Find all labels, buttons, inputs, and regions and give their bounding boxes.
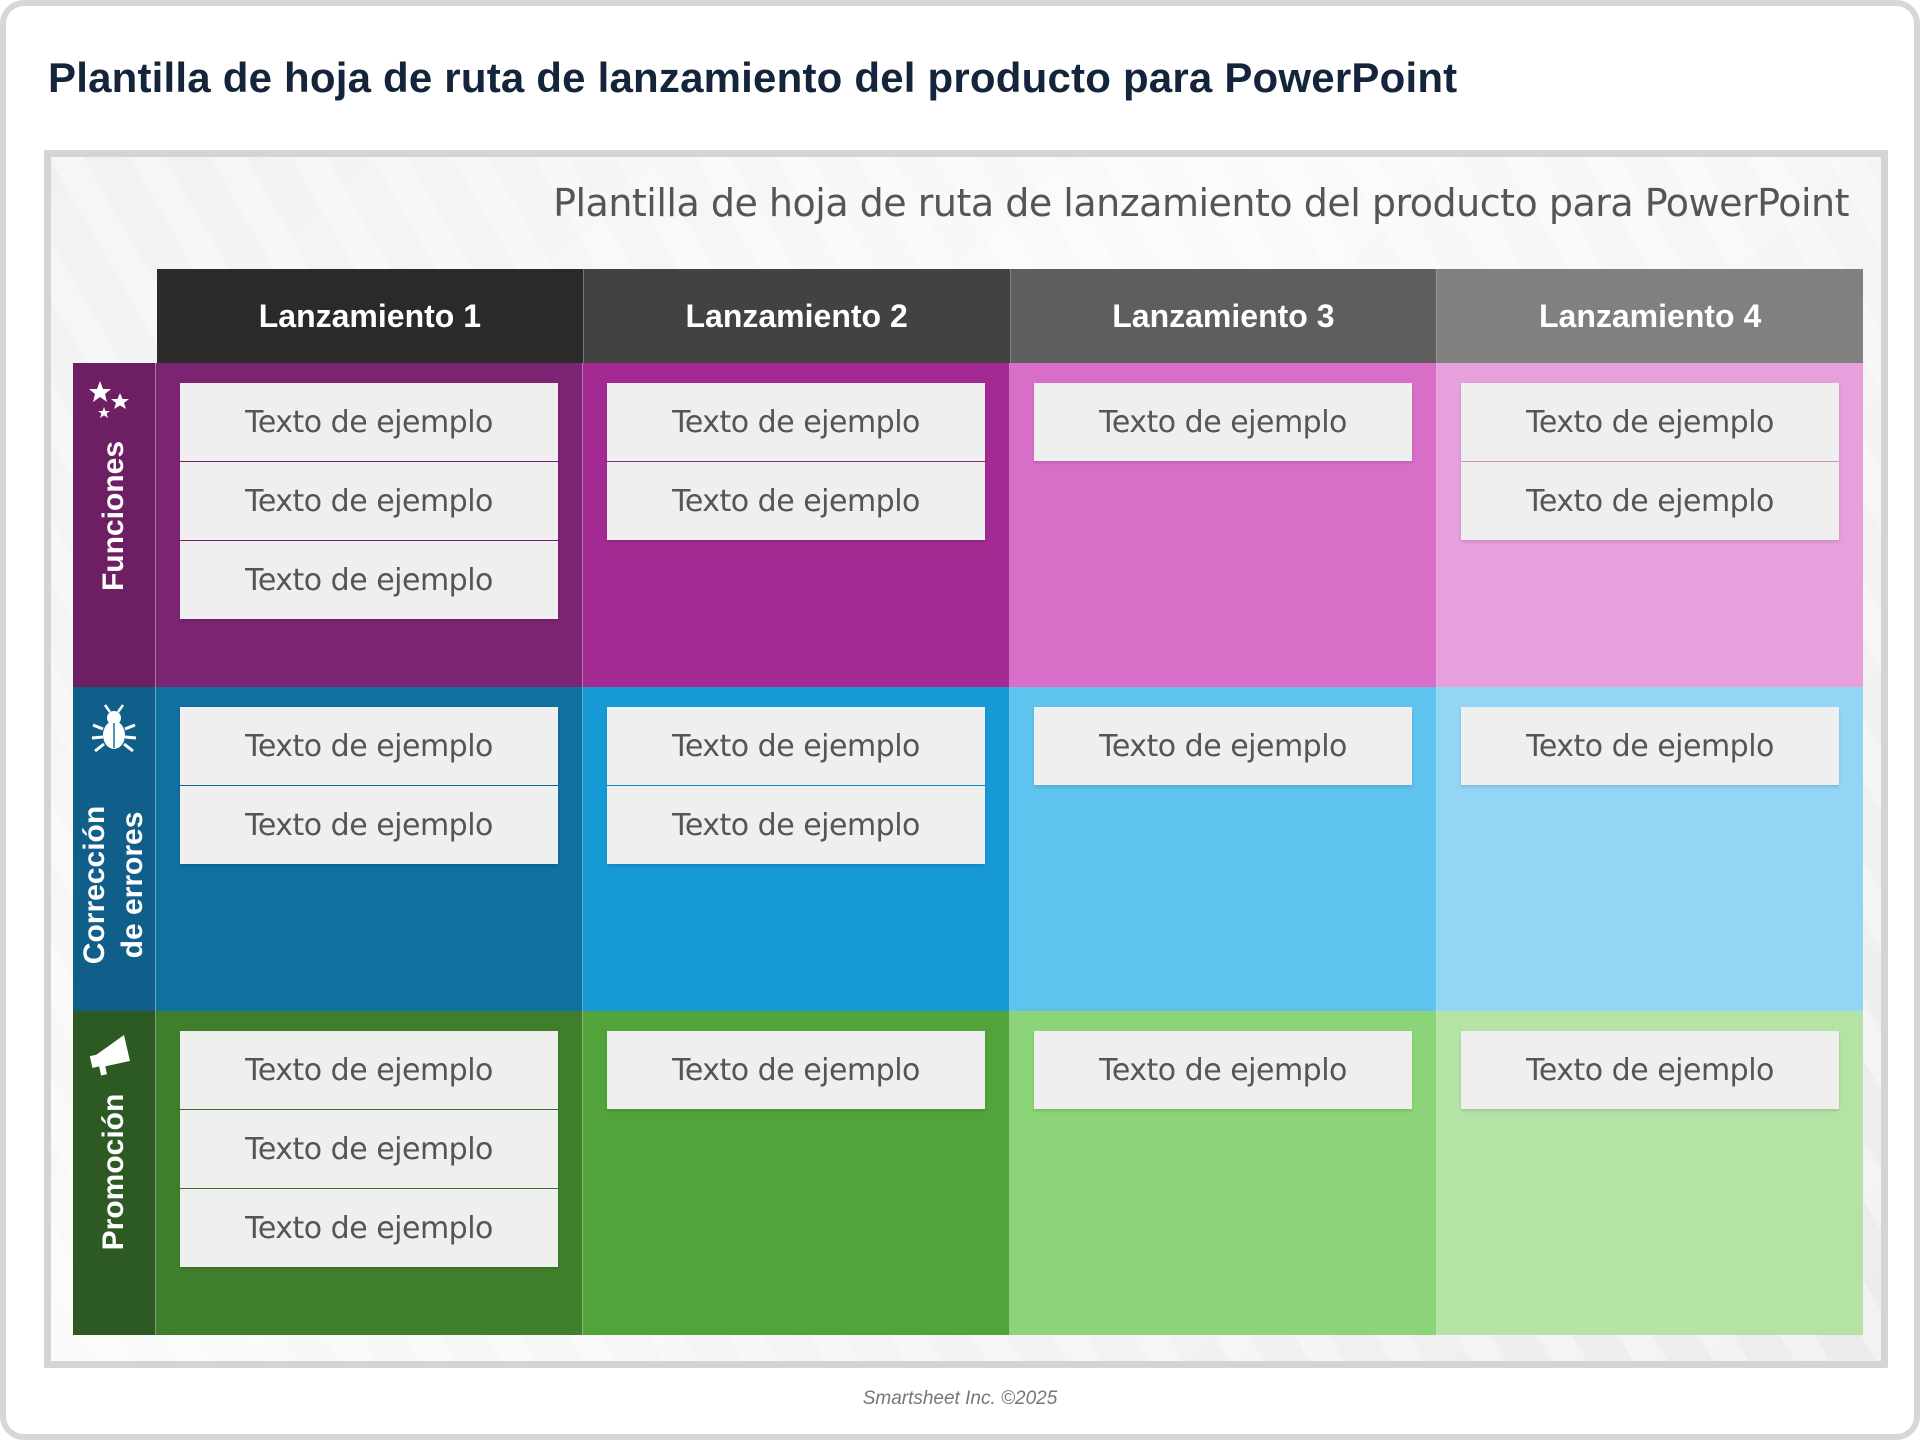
cell-row2-release4: Texto de ejemplo: [1437, 687, 1863, 1011]
sample-text-card: Texto de ejemplo: [607, 1031, 985, 1109]
row-label-funciones: Funciones: [73, 363, 156, 687]
slide: Plantilla de hoja de ruta de lanzamiento…: [44, 150, 1888, 1368]
sample-text-card: Texto de ejemplo: [180, 541, 558, 619]
bug-icon: [91, 704, 137, 753]
cell-row1-release3: Texto de ejemplo: [1010, 363, 1437, 687]
stars-icon: [89, 381, 129, 418]
row-label-text: Promoción: [97, 1093, 130, 1251]
page-title: Plantilla de hoja de ruta de lanzamiento…: [48, 54, 1458, 101]
row-label-correccion: Corrección de errores: [73, 687, 156, 1011]
megaphone-icon: [89, 1035, 130, 1076]
row-label-line-2: de errores: [116, 811, 149, 959]
release-header-1: Lanzamiento 1: [157, 269, 584, 363]
cell-row3-release3: Texto de ejemplo: [1010, 1011, 1437, 1335]
sample-text-card: Texto de ejemplo: [607, 707, 985, 785]
sample-text-card: Texto de ejemplo: [1461, 383, 1839, 461]
release-header-4: Lanzamiento 4: [1437, 269, 1863, 363]
cell-row3-release2: Texto de ejemplo: [583, 1011, 1010, 1335]
cell-row3-release4: Texto de ejemplo: [1437, 1011, 1863, 1335]
sample-text-card: Texto de ejemplo: [607, 383, 985, 461]
cell-row2-release3: Texto de ejemplo: [1010, 687, 1437, 1011]
release-header-row: Lanzamiento 1 Lanzamiento 2 Lanzamiento …: [157, 269, 1863, 363]
sample-text-card: Texto de ejemplo: [1034, 1031, 1412, 1109]
footer-copyright: Smartsheet Inc. ©2025: [862, 1388, 1058, 1409]
sample-text-card: Texto de ejemplo: [1034, 383, 1412, 461]
sample-text-card: Texto de ejemplo: [180, 707, 558, 785]
row-label-text: Funciones: [97, 441, 130, 592]
sample-text-card: Texto de ejemplo: [180, 462, 558, 540]
row-label-line-1: Corrección: [78, 805, 111, 965]
sample-text-card: Texto de ejemplo: [1461, 462, 1839, 540]
sample-text-card: Texto de ejemplo: [180, 1189, 558, 1267]
sample-text-card: Texto de ejemplo: [180, 383, 558, 461]
sample-text-card: Texto de ejemplo: [180, 786, 558, 864]
sample-text-card: Texto de ejemplo: [1461, 707, 1839, 785]
sample-text-card: Texto de ejemplo: [607, 786, 985, 864]
sample-text-card: Texto de ejemplo: [1034, 707, 1412, 785]
release-header-3: Lanzamiento 3: [1010, 269, 1438, 363]
row-label-promocion: Promoción: [73, 1011, 156, 1335]
sample-text-card: Texto de ejemplo: [607, 462, 985, 540]
sample-text-card: Texto de ejemplo: [180, 1110, 558, 1188]
slide-title: Plantilla de hoja de ruta de lanzamiento…: [553, 181, 1849, 225]
release-header-2: Lanzamiento 2: [583, 269, 1011, 363]
sample-text-card: Texto de ejemplo: [1461, 1031, 1839, 1109]
sample-text-card: Texto de ejemplo: [180, 1031, 558, 1109]
row-label-text: Corrección de errores: [76, 775, 152, 995]
